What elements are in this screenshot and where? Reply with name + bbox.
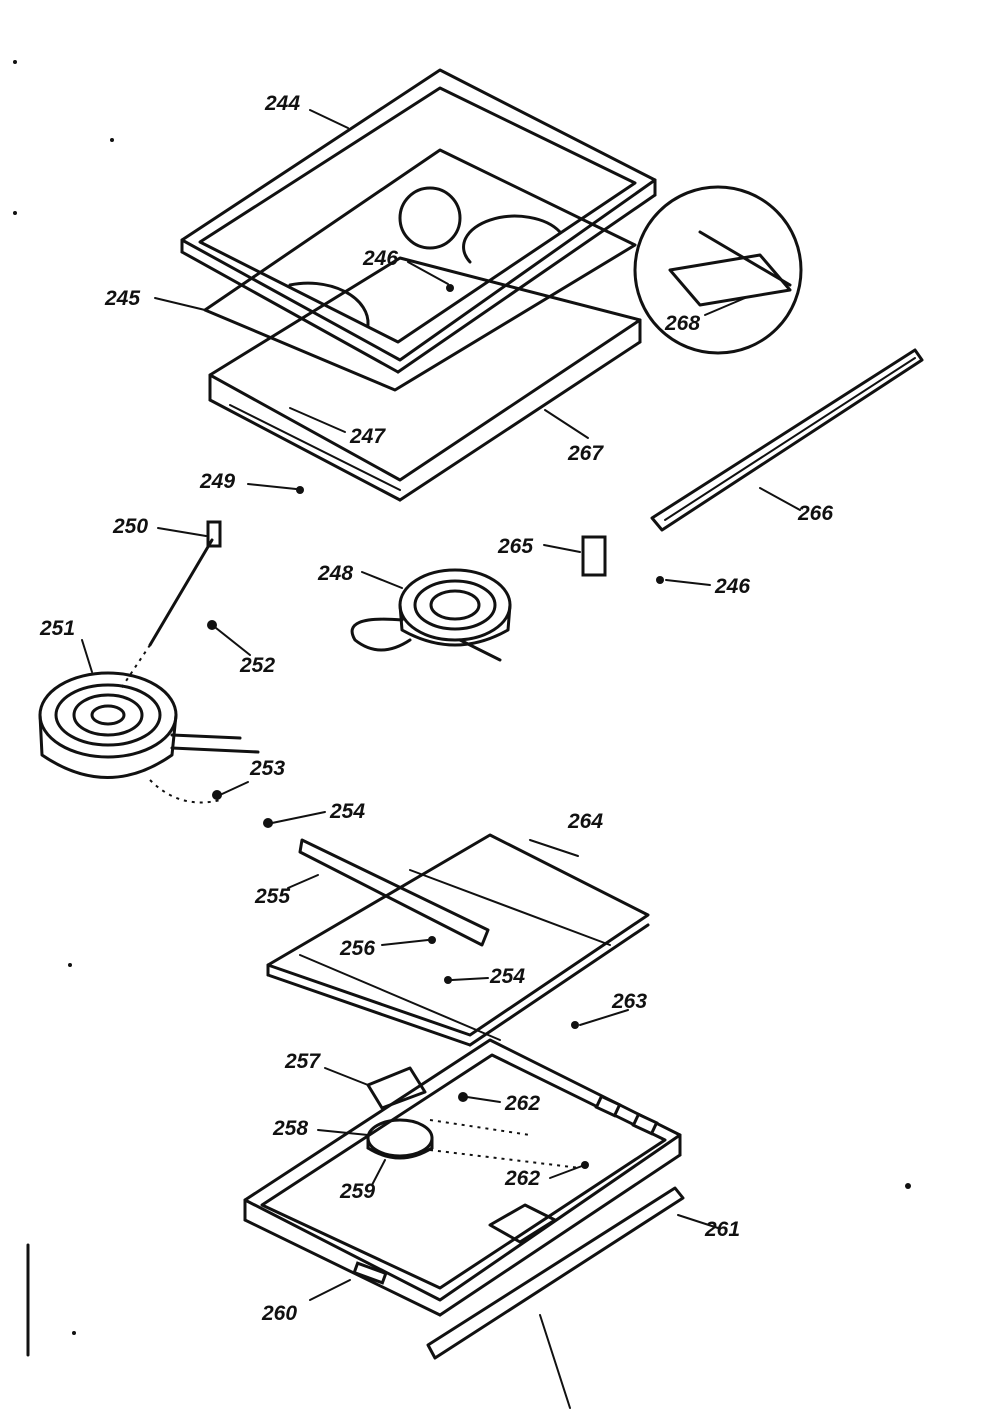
part-255-bar (298, 838, 490, 947)
leader-lines (81, 109, 801, 1301)
label-260: 260 (261, 1302, 297, 1325)
label-259: 259 (339, 1180, 375, 1203)
label-249: 249 (199, 470, 235, 493)
part-244-frame (180, 68, 657, 374)
part-267-tray (208, 256, 642, 502)
label-252: 252 (239, 654, 275, 677)
label-246-top: 246 (362, 247, 398, 270)
label-262-top: 262 (504, 1092, 540, 1115)
label-264: 264 (567, 810, 603, 833)
label-251: 251 (39, 617, 75, 640)
part-265-bracket (581, 535, 607, 577)
label-265: 265 (497, 535, 533, 558)
label-257: 257 (284, 1050, 321, 1073)
part-260-pan (243, 1038, 682, 1317)
label-253: 253 (249, 757, 285, 780)
specks (13, 60, 911, 1335)
part-257-258-259 (366, 1066, 581, 1169)
part-266-strip (650, 348, 924, 532)
label-267: 267 (567, 442, 604, 465)
label-256: 256 (339, 937, 375, 960)
label-266: 266 (797, 502, 833, 525)
label-268: 268 (664, 312, 700, 335)
label-247: 247 (349, 425, 386, 448)
label-246-right: 246 (714, 575, 750, 598)
label-254-top: 254 (329, 800, 365, 823)
part-261-rail (426, 1186, 685, 1409)
label-244: 244 (264, 92, 300, 115)
label-255: 255 (254, 885, 290, 908)
callout-labels: 244 245 246 268 247 267 249 266 250 265 … (39, 92, 833, 1325)
label-245: 245 (104, 287, 140, 310)
fasteners (207, 284, 664, 1169)
part-250-rod (119, 520, 222, 691)
part-264-plate (266, 833, 650, 1047)
label-262-bottom: 262 (504, 1167, 540, 1190)
label-254-mid: 254 (489, 965, 525, 988)
label-250: 250 (112, 515, 148, 538)
label-261: 261 (704, 1218, 740, 1241)
label-248: 248 (317, 562, 353, 585)
part-248-element (350, 568, 512, 662)
part-251-element (38, 671, 260, 804)
label-258: 258 (272, 1117, 308, 1140)
label-263: 263 (611, 990, 647, 1013)
part-245-glass (203, 148, 637, 392)
part-268-detail (633, 185, 803, 355)
